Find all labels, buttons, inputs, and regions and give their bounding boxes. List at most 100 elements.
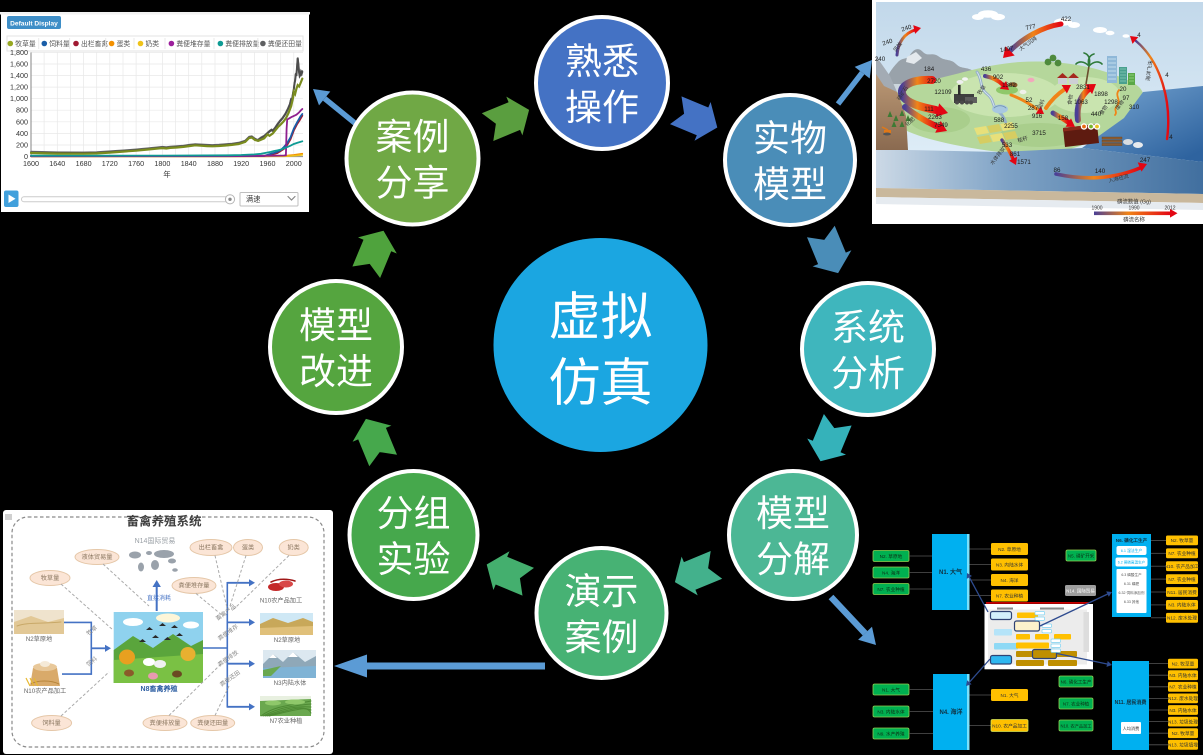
svg-text:916: 916 [1032, 113, 1043, 120]
svg-text:N3. 内陆水体: N3. 内陆水体 [1169, 707, 1197, 714]
svg-text:422: 422 [1061, 16, 1072, 23]
svg-text:N7. 农业种植: N7. 农业种植 [1063, 701, 1090, 708]
svg-text:N13. 垃圾填埋: N13. 垃圾填埋 [1168, 742, 1198, 749]
svg-text:N2. 草原地: N2. 草原地 [998, 546, 1021, 553]
svg-text:588: 588 [994, 117, 1005, 124]
svg-text:1720: 1720 [102, 159, 118, 168]
svg-text:海洋飞沫: 海洋飞沫 [1144, 59, 1155, 81]
svg-text:310: 310 [1129, 104, 1140, 111]
svg-text:N4. 海洋: N4. 海洋 [1001, 577, 1019, 584]
svg-text:4: 4 [1169, 134, 1173, 141]
svg-text:1960: 1960 [260, 159, 276, 168]
svg-text:2720: 2720 [927, 78, 941, 85]
svg-text:436: 436 [981, 66, 992, 73]
svg-text:1898: 1898 [1094, 91, 1108, 98]
svg-text:2255: 2255 [1004, 123, 1018, 130]
svg-text:饲料量: 饲料量 [42, 719, 61, 727]
svg-text:饲料量: 饲料量 [49, 39, 70, 48]
svg-text:年: 年 [163, 169, 171, 179]
svg-text:533: 533 [1002, 142, 1013, 149]
svg-text:7549: 7549 [934, 122, 948, 129]
svg-text:1900: 1900 [1091, 206, 1102, 212]
svg-text:902: 902 [993, 74, 1004, 81]
svg-text:人均消费: 人均消费 [1123, 725, 1140, 732]
svg-text:蛋类: 蛋类 [242, 544, 254, 552]
svg-text:N2草原地: N2草原地 [26, 635, 52, 643]
svg-text:N2. 牧草量: N2. 牧草量 [1171, 537, 1194, 544]
svg-text:N6. 磷化工生产: N6. 磷化工生产 [1116, 537, 1148, 544]
svg-text:3715: 3715 [1032, 130, 1046, 137]
svg-text:20: 20 [1120, 86, 1127, 93]
svg-text:N2草原地: N2草原地 [274, 636, 300, 644]
svg-text:N2. 草原地: N2. 草原地 [880, 553, 903, 560]
svg-text:140: 140 [1095, 168, 1106, 175]
svg-text:N6. 磷化工生产: N6. 磷化工生产 [1061, 679, 1092, 686]
svg-text:800: 800 [16, 106, 28, 115]
svg-text:N14国际贸易: N14国际贸易 [135, 536, 176, 545]
svg-text:240: 240 [882, 37, 895, 47]
svg-text:240: 240 [901, 23, 914, 33]
svg-text:N3. 内陆水体: N3. 内陆水体 [1168, 602, 1196, 609]
svg-text:N4. 海洋: N4. 海洋 [882, 570, 900, 577]
svg-text:直接消耗: 直接消耗 [147, 594, 171, 602]
svg-text:粪便还田量: 粪便还田量 [268, 39, 302, 48]
svg-text:食物: 食物 [1065, 94, 1075, 106]
svg-text:N8畜禽养殖: N8畜禽养殖 [141, 684, 178, 693]
svg-text:287: 287 [1028, 105, 1039, 112]
svg-text:6.3 磷酸生产: 6.3 磷酸生产 [1121, 572, 1142, 577]
svg-text:N10农产品加工: N10农产品加工 [260, 597, 302, 605]
svg-text:N4. 海洋: N4. 海洋 [939, 708, 962, 716]
svg-text:粪便堆存量: 粪便堆存量 [179, 582, 210, 590]
svg-text:Default Display: Default Display [10, 21, 58, 28]
svg-text:满速: 满速 [246, 195, 260, 204]
svg-text:1571: 1571 [1017, 159, 1031, 166]
svg-text:N2. 牧草量: N2. 牧草量 [1172, 730, 1195, 737]
svg-text:N3. 内陆水体: N3. 内陆水体 [877, 709, 905, 716]
svg-text:磷流名称: 磷流名称 [1123, 216, 1145, 224]
svg-text:出栏畜禽: 出栏畜禽 [81, 39, 108, 48]
svg-text:奶类: 奶类 [288, 544, 300, 552]
svg-text:1298: 1298 [1104, 99, 1118, 106]
svg-text:1840: 1840 [181, 159, 197, 168]
svg-text:2012: 2012 [1164, 206, 1175, 212]
svg-text:N12. 废水处理: N12. 废水处理 [1168, 695, 1198, 702]
svg-text:N9. 水产养殖: N9. 水产养殖 [877, 731, 905, 738]
svg-text:86: 86 [1054, 167, 1061, 174]
svg-text:N11. 居民消费: N11. 居民消费 [1115, 699, 1147, 706]
svg-text:6.2 黄磷高温生产: 6.2 黄磷高温生产 [1118, 560, 1146, 565]
svg-text:液体贸易量: 液体贸易量 [82, 553, 113, 561]
svg-text:1990: 1990 [1128, 206, 1139, 212]
svg-text:秸秆: 秸秆 [1016, 134, 1028, 144]
svg-text:111: 111 [924, 106, 934, 113]
svg-text:N1. 大气: N1. 大气 [939, 568, 962, 576]
svg-text:240: 240 [875, 56, 886, 63]
svg-text:N10. 农产品加工: N10. 农产品加工 [992, 722, 1027, 729]
svg-text:N3. 内陆水体: N3. 内陆水体 [1169, 672, 1197, 679]
svg-text:粪便堆存量: 粪便堆存量 [176, 39, 210, 48]
svg-text:磷流数值 (Gg): 磷流数值 (Gg) [1117, 198, 1151, 206]
svg-text:97: 97 [1123, 95, 1130, 102]
svg-text:N7. 农业种植: N7. 农业种植 [1169, 684, 1197, 691]
svg-text:N5. 磷矿开采: N5. 磷矿开采 [1068, 553, 1095, 560]
svg-text:1640: 1640 [49, 159, 65, 168]
svg-text:N7农业种植: N7农业种植 [270, 717, 303, 725]
svg-text:184: 184 [924, 66, 935, 73]
svg-text:N3. 内陆水体: N3. 内陆水体 [996, 561, 1024, 568]
svg-text:N2. 牧草量: N2. 牧草量 [1172, 660, 1195, 667]
svg-text:1600: 1600 [23, 159, 39, 168]
svg-text:1800: 1800 [154, 159, 170, 168]
svg-text:N10农产品加工: N10农产品加工 [24, 687, 66, 695]
svg-text:440: 440 [1091, 111, 1102, 118]
svg-text:0: 0 [24, 152, 28, 161]
svg-text:1,400: 1,400 [10, 71, 28, 80]
svg-text:52: 52 [1026, 97, 1033, 104]
svg-text:N1. 大气: N1. 大气 [1001, 692, 1019, 699]
svg-text:1,000: 1,000 [10, 94, 28, 103]
svg-text:粪便排放量: 粪便排放量 [150, 719, 181, 727]
svg-text:600: 600 [16, 117, 28, 126]
svg-text:777: 777 [1025, 23, 1037, 32]
svg-text:1760: 1760 [128, 159, 144, 168]
svg-text:1680: 1680 [76, 159, 92, 168]
svg-text:N14. 国际贸易: N14. 国际贸易 [1066, 587, 1095, 594]
svg-text:4: 4 [1165, 72, 1169, 79]
